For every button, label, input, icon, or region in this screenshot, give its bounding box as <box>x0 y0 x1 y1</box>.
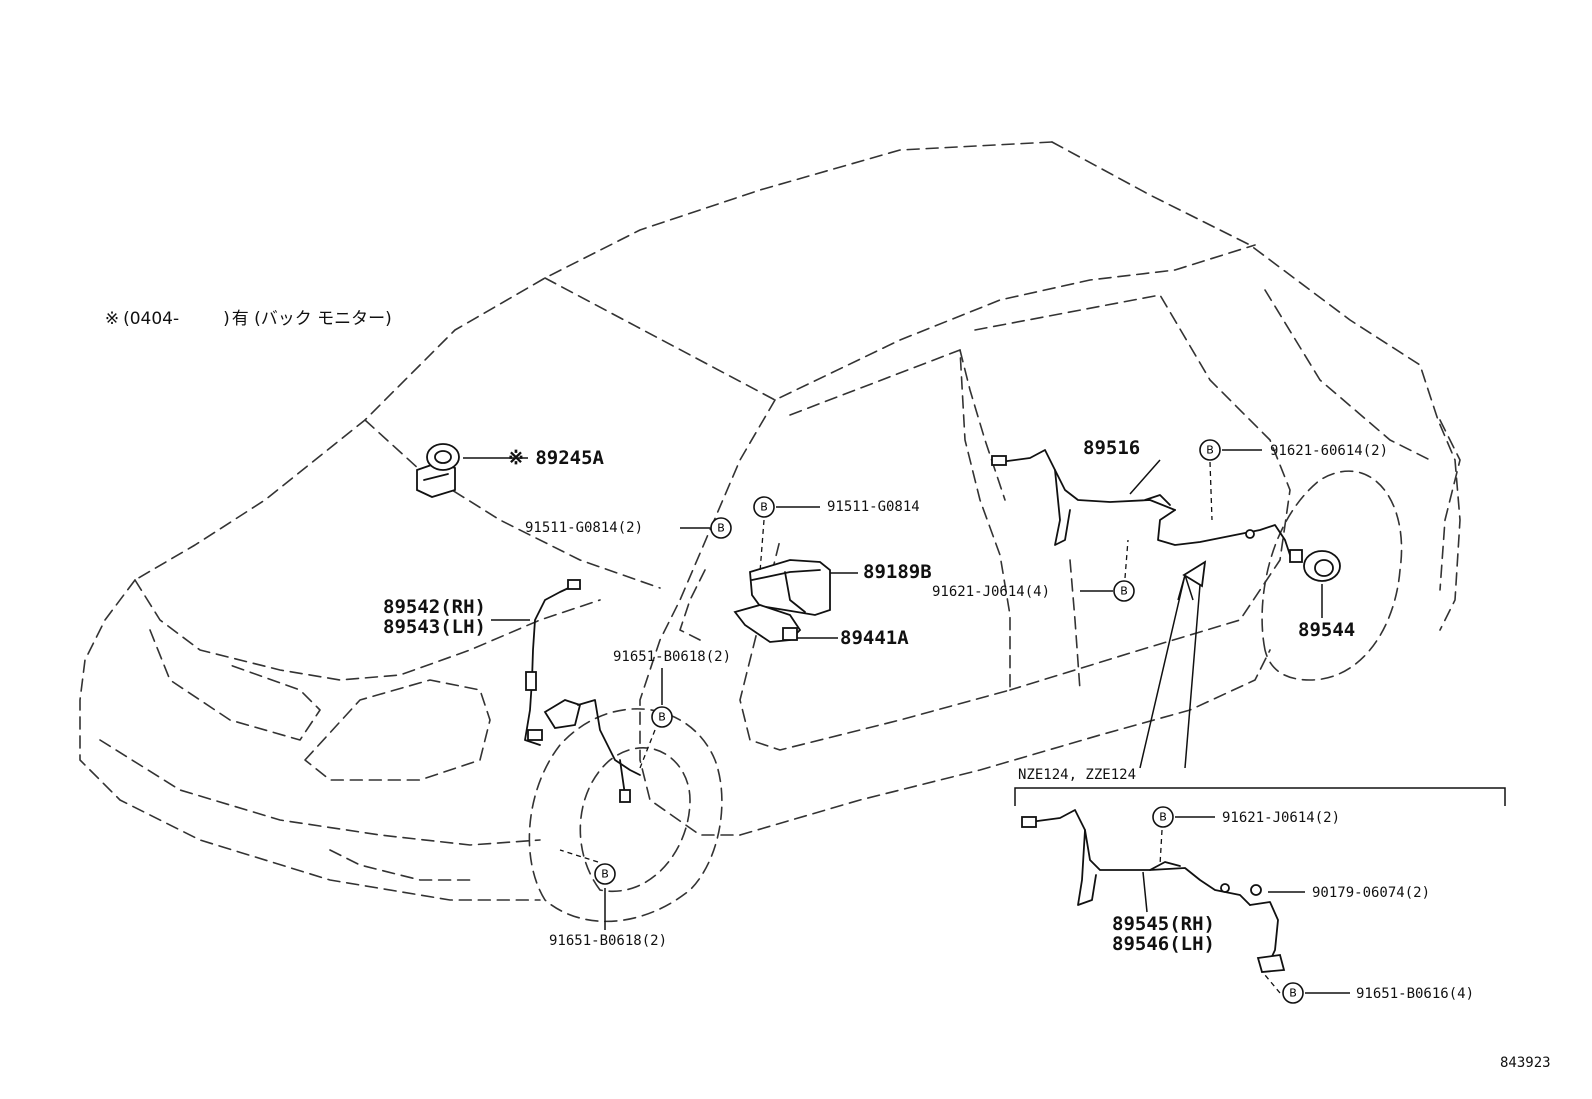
bolt-symbol-91511-g0814-2: B <box>710 517 732 539</box>
camera-89245a-icon <box>416 443 460 498</box>
part-label-91621-j0614-4: 91621-J0614(4) <box>932 584 1051 600</box>
svg-text:B: B <box>1159 811 1167 824</box>
part-label-91651-b0618-top: 91651-B0618(2) <box>613 649 732 665</box>
vehicle-outline <box>79 141 1461 923</box>
svg-text:B: B <box>717 522 725 535</box>
note-date-close: ) <box>223 309 230 329</box>
part-label-89542: 89542(RH) <box>383 596 486 618</box>
leader-lines <box>463 449 1350 994</box>
part-label-89189b: 89189B <box>863 561 932 583</box>
variant-inset-frame <box>1014 787 1506 806</box>
part-label-91621-60614: 91621-60614(2) <box>1270 443 1389 459</box>
svg-text:B: B <box>1289 987 1297 1000</box>
part-label-89441a: 89441A <box>840 627 909 649</box>
part-label-91651-b0618-bottom: 91651-B0618(2) <box>549 933 668 949</box>
variant-label: NZE124, ZZE124 <box>1018 767 1137 783</box>
part-label-90179-06074: 90179-06074(2) <box>1312 885 1431 901</box>
svg-text:B: B <box>658 711 666 724</box>
part-label-89545: 89545(RH) <box>1112 913 1215 935</box>
part-label-91511-g0814: 91511-G0814 <box>827 499 920 515</box>
part-label-89245a: ※ 89245A <box>508 447 604 469</box>
bolt-symbol-91651-b0618-bottom: B <box>594 863 616 885</box>
part-label-89546: 89546(LH) <box>1112 933 1215 955</box>
bolt-symbol-91651-b0616: B <box>1282 982 1304 1004</box>
note-mark: ※ <box>104 309 120 329</box>
part-label-89543: 89543(LH) <box>383 616 486 638</box>
part-label-89544: 89544 <box>1298 619 1356 641</box>
applicability-note: ※(0404-)有 (バック モニター) <box>94 294 392 328</box>
harness-89516-icon <box>991 449 1303 563</box>
note-date-open: (0404- <box>123 309 180 329</box>
part-label-89516: 89516 <box>1083 437 1141 459</box>
svg-text:B: B <box>1206 444 1214 457</box>
bolt-symbol-91621-60614: B <box>1199 439 1221 461</box>
part-label-91511-g0814-2: 91511-G0814(2) <box>525 520 644 536</box>
figure-id: 843923 <box>1500 1055 1551 1071</box>
front-speed-sensor-89542-icon <box>524 579 641 803</box>
bolt-symbol-91511-g0814: B <box>753 496 775 518</box>
part-label-91651-b0616: 91651-B0616(4) <box>1356 986 1475 1002</box>
bracket-89189b-icon <box>749 559 831 616</box>
bolt-symbol-91621-j0614-4: B <box>1113 580 1135 602</box>
sensor-89441a-icon <box>733 604 802 643</box>
harness-89545-icon <box>1021 809 1286 973</box>
svg-text:B: B <box>1120 585 1128 598</box>
note-text: 有 (バック モニター) <box>231 309 392 329</box>
svg-text:B: B <box>601 868 609 881</box>
part-label-91621-j0614-2: 91621-J0614(2) <box>1222 810 1341 826</box>
svg-text:B: B <box>760 501 768 514</box>
bolt-symbol-91651-b0618-top: B <box>651 706 673 728</box>
sensor-ring-89544-icon <box>1303 550 1341 582</box>
bolt-symbol-91621-j0614-2: B <box>1152 806 1174 828</box>
